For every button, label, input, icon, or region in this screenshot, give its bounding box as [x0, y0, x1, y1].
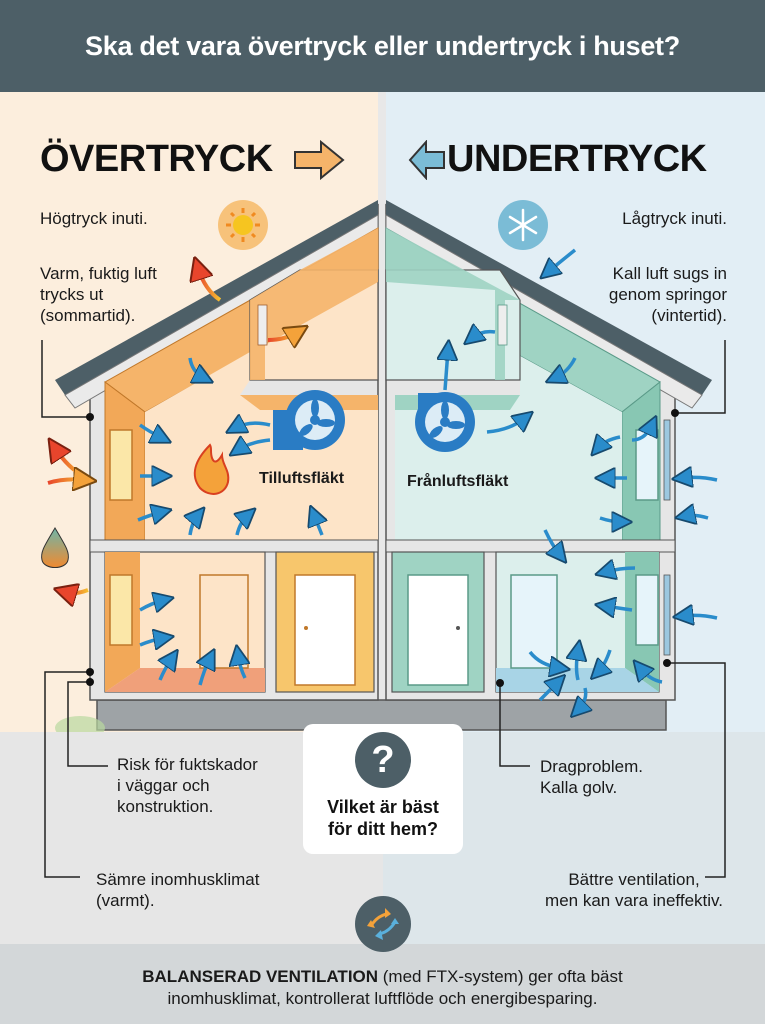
page-title: Ska det vara övertryck eller undertryck … — [85, 30, 680, 61]
question-box: ? Vilket är bäst för ditt hem? — [303, 724, 463, 854]
balanced-ventilation-label: BALANSERAD VENTILATION — [142, 967, 379, 986]
footer-summary: BALANSERAD VENTILATION (med FTX-system) … — [0, 944, 765, 1024]
warm-air-arrows — [48, 268, 298, 593]
arrow-right-icon — [294, 140, 345, 180]
sun-icon — [218, 200, 268, 250]
leader-lines-lower — [44, 732, 726, 878]
undertryck-note-top: Kall luft sugs in genom springor (vinter… — [608, 264, 727, 325]
overtryck-subtitle: Högtryck inuti. — [40, 209, 148, 228]
fire-icon — [193, 443, 230, 495]
undertryck-note-ventilation: Bättre ventilation, men kan vara ineffek… — [545, 870, 723, 910]
balanced-airflow-icon — [355, 896, 411, 952]
undertryck-title: UNDERTRYCK — [447, 138, 707, 180]
exhaust-fan-icon — [415, 392, 475, 452]
supply-fan-icon — [273, 390, 345, 450]
overtryck-note-top: Varm, fuktig luft trycks ut (sommartid). — [40, 264, 157, 325]
house-cross-section-illustration — [41, 200, 726, 732]
undertryck-note-draft: Dragproblem. Kalla golv. — [540, 757, 643, 797]
airflow-arrows-left — [137, 357, 322, 686]
exhaust-fan-label: Frånluftsfläkt — [407, 473, 509, 490]
airflow-arrows-right — [445, 248, 718, 710]
right-house — [385, 200, 726, 732]
overtryck-note-climate: Sämre inomhusklimat (varmt). — [96, 870, 260, 910]
undertryck-subtitle: Lågtryck inuti. — [622, 209, 727, 228]
header-bar: Ska det vara övertryck eller undertryck … — [0, 0, 765, 92]
question-text: Vilket är bäst för ditt hem? — [327, 797, 439, 839]
overtryck-note-moisture: Risk för fuktskador i väggar och konstru… — [117, 755, 258, 816]
overtryck-title: ÖVERTRYCK — [40, 138, 273, 180]
supply-fan-label: Tilluftsfläkt — [259, 470, 345, 487]
arrow-left-icon — [408, 140, 445, 180]
question-icon: ? — [355, 732, 411, 788]
snowflake-icon — [498, 200, 548, 250]
moisture-drop-icon — [41, 527, 69, 568]
